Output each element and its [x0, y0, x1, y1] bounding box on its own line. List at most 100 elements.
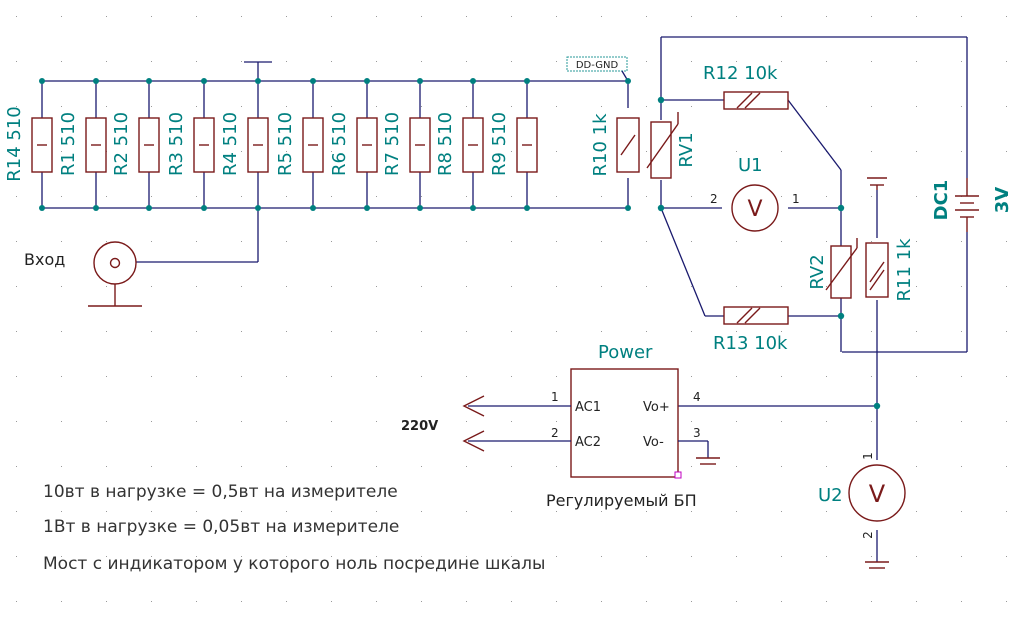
grid-dot: [241, 376, 242, 377]
grid-dot: [16, 151, 17, 152]
bank-resistor-label: R1 510: [58, 112, 79, 176]
grid-dot: [916, 601, 917, 602]
grid-dot: [646, 331, 647, 332]
grid-dot: [601, 556, 602, 557]
grid-dot: [151, 601, 152, 602]
grid-dot: [556, 106, 557, 107]
grid-dot: [826, 106, 827, 107]
grid-dot: [691, 286, 692, 287]
r11-resistor[interactable]: [865, 242, 889, 298]
grid-dot: [331, 61, 332, 62]
grid-dot: [871, 61, 872, 62]
grid-dot: [331, 16, 332, 17]
r11-label: R11 1k: [894, 238, 915, 302]
grid-dot: [331, 286, 332, 287]
u1-voltmeter[interactable]: V: [731, 184, 779, 232]
grid-dot: [736, 601, 737, 602]
dc1-value: 3V: [992, 187, 1013, 214]
grid-dot: [781, 331, 782, 332]
r13-resistor[interactable]: [723, 306, 789, 325]
grid-dot: [331, 466, 332, 467]
grid-dot: [1006, 151, 1007, 152]
dd-gnd-flag[interactable]: DD-GND: [566, 56, 629, 82]
grid-dot: [241, 61, 242, 62]
grid-dot: [241, 241, 242, 242]
u2-symbol: V: [869, 480, 886, 508]
ground-symbol-u2: [865, 561, 889, 569]
note-line-1: 10вт в нагрузке = 0,5вт на измерителе: [43, 482, 398, 502]
grid-dot: [871, 241, 872, 242]
grid-dot: [286, 421, 287, 422]
grid-dot: [511, 466, 512, 467]
r12-resistor[interactable]: [723, 91, 789, 110]
grid-dot: [691, 196, 692, 197]
grid-dot: [511, 376, 512, 377]
power-supply-block[interactable]: [570, 368, 682, 479]
dd-gnd-flag-label: DD-GND: [576, 60, 619, 71]
grid-dot: [376, 106, 377, 107]
grid-dot: [331, 106, 332, 107]
grid-dot: [61, 16, 62, 17]
grid-dot: [421, 61, 422, 62]
mains-arrow-ac2: [462, 430, 485, 452]
rv1-potentiometer[interactable]: [646, 112, 679, 179]
grid-dot: [466, 376, 467, 377]
grid-dot: [376, 241, 377, 242]
grid-dot: [691, 16, 692, 17]
grid-dot: [16, 286, 17, 287]
grid-dot: [286, 376, 287, 377]
grid-dot: [781, 196, 782, 197]
grid-dot: [961, 421, 962, 422]
dc1-battery[interactable]: [955, 178, 979, 232]
mains-label: 220V: [401, 419, 438, 434]
grid-dot: [16, 331, 17, 332]
grid-dot: [196, 286, 197, 287]
grid-dot: [511, 61, 512, 62]
grid-dot: [286, 601, 287, 602]
junction-dot: [201, 78, 207, 84]
grid-dot: [691, 601, 692, 602]
pin-vo-minus: Vo-: [643, 435, 664, 450]
input-connector[interactable]: [88, 241, 142, 307]
grid-dot: [421, 421, 422, 422]
grid-dot: [61, 196, 62, 197]
grid-dot: [106, 511, 107, 512]
grid-dot: [511, 331, 512, 332]
junction-dot: [39, 205, 45, 211]
power-block-title: Power: [598, 342, 653, 363]
grid-dot: [556, 556, 557, 557]
grid-dot: [826, 196, 827, 197]
grid-dot: [106, 286, 107, 287]
grid-dot: [1006, 511, 1007, 512]
grid-dot: [106, 106, 107, 107]
grid-dot: [466, 16, 467, 17]
grid-dot: [151, 376, 152, 377]
junction-dot: [146, 78, 152, 84]
pin-number-3: 3: [693, 426, 701, 440]
grid-dot: [646, 556, 647, 557]
grid-dot: [16, 196, 17, 197]
junction-dot: [310, 205, 316, 211]
u2-voltmeter[interactable]: V: [848, 464, 906, 522]
grid-dot: [646, 241, 647, 242]
grid-dot: [196, 241, 197, 242]
grid-dot: [916, 16, 917, 17]
ground-symbol-power: [696, 457, 720, 465]
grid-dot: [646, 511, 647, 512]
grid-dot: [61, 241, 62, 242]
grid-dot: [601, 601, 602, 602]
grid-dot: [1006, 286, 1007, 287]
rv2-potentiometer[interactable]: [825, 238, 858, 299]
grid-dot: [961, 16, 962, 17]
junction-dot: [524, 205, 530, 211]
grid-dot: [826, 421, 827, 422]
r10-resistor[interactable]: [616, 117, 640, 173]
grid-dot: [1006, 601, 1007, 602]
grid-dot: [196, 106, 197, 107]
grid-dot: [106, 376, 107, 377]
grid-dot: [106, 16, 107, 17]
grid-dot: [376, 61, 377, 62]
u2-label: U2: [818, 485, 843, 506]
grid-dot: [286, 556, 287, 557]
